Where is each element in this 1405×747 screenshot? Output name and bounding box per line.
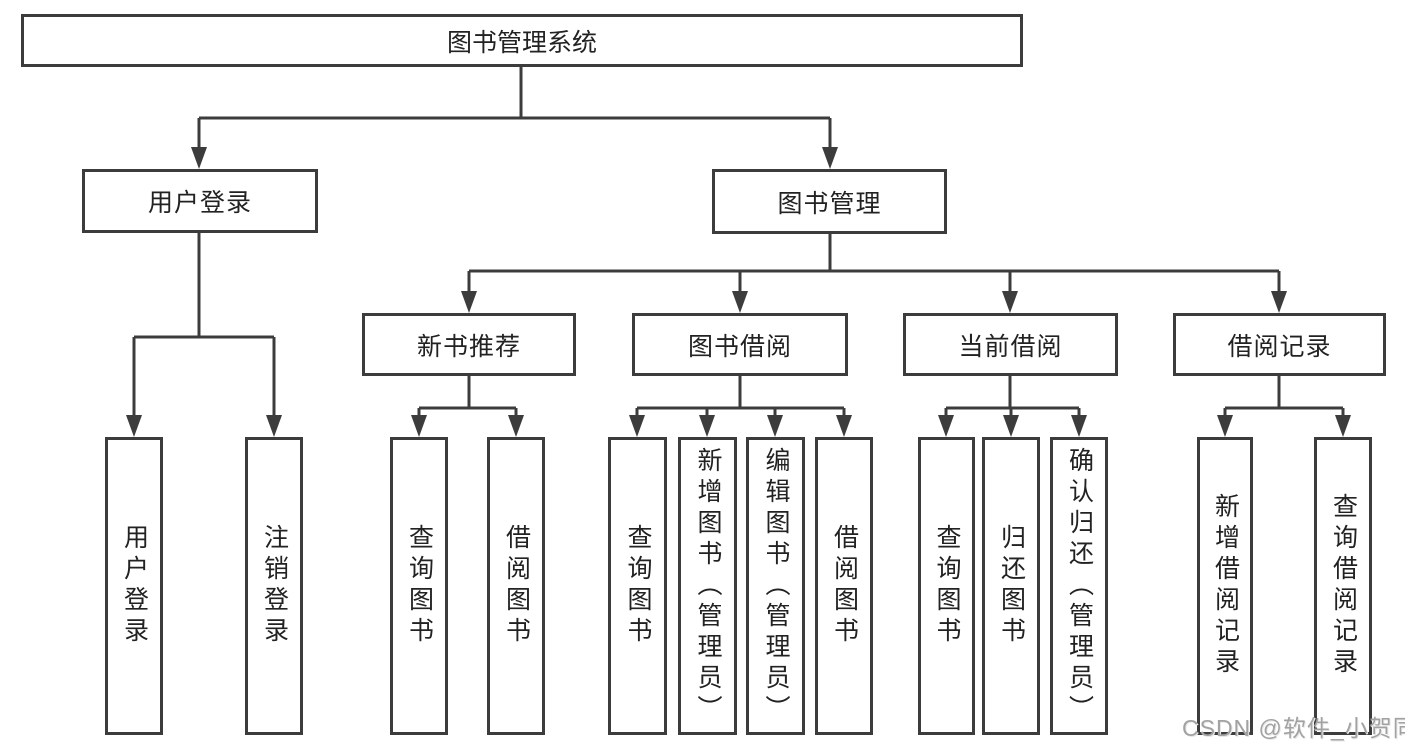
leaf-label: 归还图书 — [997, 524, 1026, 648]
node-label: 借阅记录 — [1227, 332, 1332, 361]
node-user-login: 用户登录 — [82, 169, 318, 233]
leaf-query-borrow-record: 查询借阅记录 — [1314, 437, 1372, 735]
node-label: 新书推荐 — [416, 332, 521, 361]
leaf-label: 注销登录 — [260, 524, 289, 648]
node-borrowing-records: 借阅记录 — [1173, 313, 1386, 376]
leaf-user-login: 用户登录 — [105, 437, 163, 735]
leaf-logout: 注销登录 — [245, 437, 303, 735]
leaf-label: 用户登录 — [120, 524, 149, 648]
leaf-label: 确认归还（管理员） — [1065, 446, 1094, 726]
leaf-confirm-return-admin: 确认归还（管理员） — [1050, 437, 1108, 735]
node-library-management-system: 图书管理系统 — [21, 14, 1023, 67]
leaf-borrow-books-1: 借阅图书 — [487, 437, 545, 735]
node-label: 图书管理系统 — [446, 28, 597, 57]
node-new-book-recommendation: 新书推荐 — [362, 313, 576, 376]
leaf-query-books-3: 查询图书 — [918, 437, 975, 735]
leaf-label: 新增借阅记录 — [1211, 493, 1240, 679]
csdn-watermark: CSDN @软件_小贺同学 — [1182, 715, 1405, 741]
node-book-management: 图书管理 — [712, 169, 947, 234]
leaf-label: 借阅图书 — [830, 524, 859, 648]
node-label: 当前借阅 — [958, 332, 1063, 361]
leaf-edit-books-admin: 编辑图书（管理员） — [746, 437, 805, 735]
leaf-label: 查询借阅记录 — [1329, 493, 1358, 679]
leaf-label: 新增图书（管理员） — [694, 446, 722, 726]
node-current-borrowing: 当前借阅 — [903, 313, 1118, 376]
leaf-label: 查询图书 — [624, 524, 652, 648]
node-book-borrowing: 图书借阅 — [632, 313, 848, 376]
leaf-label: 借阅图书 — [502, 524, 531, 648]
leaf-label: 查询图书 — [933, 524, 961, 648]
leaf-return-books: 归还图书 — [982, 437, 1040, 735]
leaf-query-books-1: 查询图书 — [390, 437, 448, 735]
leaf-add-borrow-record: 新增借阅记录 — [1197, 437, 1253, 735]
leaf-query-books-2: 查询图书 — [608, 437, 667, 735]
node-label: 图书管理 — [777, 189, 882, 218]
node-label: 用户登录 — [147, 189, 252, 217]
leaf-label: 查询图书 — [405, 524, 434, 648]
leaf-label: 编辑图书（管理员） — [762, 446, 790, 726]
leaf-add-books-admin: 新增图书（管理员） — [678, 437, 737, 735]
leaf-borrow-books-2: 借阅图书 — [815, 437, 873, 735]
node-label: 图书借阅 — [687, 332, 792, 361]
